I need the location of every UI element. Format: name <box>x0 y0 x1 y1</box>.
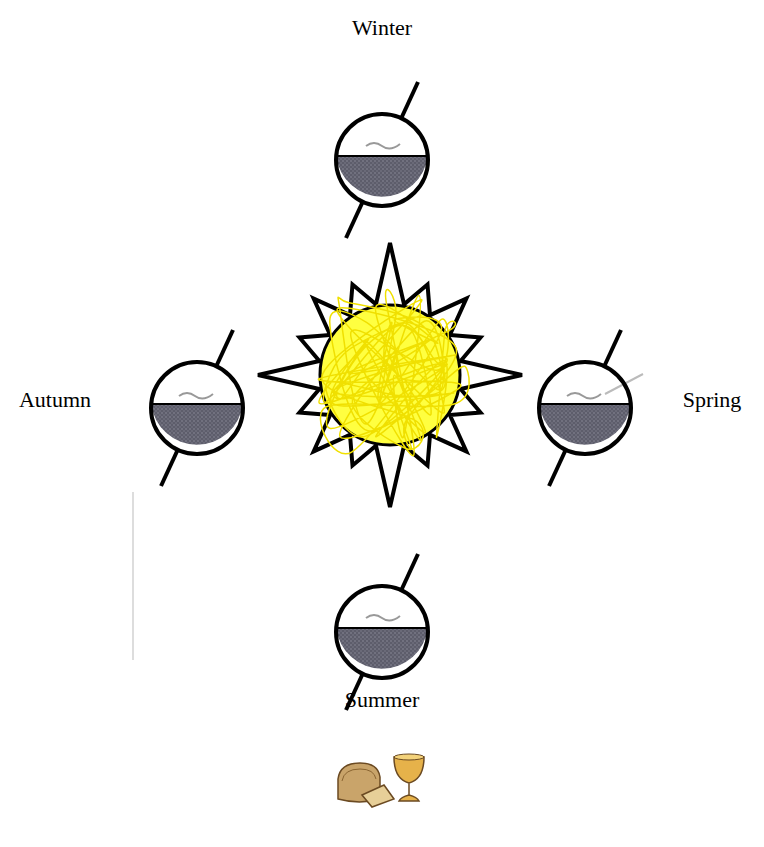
earth-globe <box>151 330 243 486</box>
sun-rays <box>258 243 522 507</box>
earth-globe <box>539 330 643 486</box>
stray-line <box>133 492 134 660</box>
bread-and-cup-icon <box>338 754 424 807</box>
season-label: Autumn <box>19 387 91 413</box>
earth-globe <box>336 554 428 710</box>
earth-globe <box>336 82 428 238</box>
season-label: Spring <box>683 387 742 413</box>
sun-symbol <box>258 243 522 507</box>
season-label: Summer <box>345 687 420 713</box>
sun-scribble <box>318 290 469 456</box>
season-label: Winter <box>352 15 412 41</box>
